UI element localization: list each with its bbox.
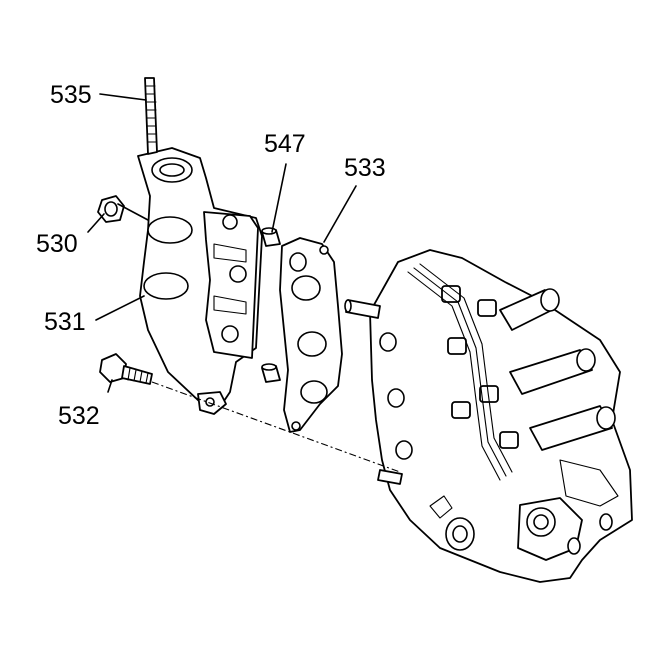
dowel-pin	[261, 227, 281, 383]
alignment-line	[151, 381, 401, 473]
cylinder-head	[344, 249, 633, 583]
manifold-stud	[144, 77, 158, 155]
leader-lines	[87, 93, 357, 393]
exhaust-manifold	[137, 147, 263, 415]
manifold-bolt	[99, 353, 153, 385]
manifold-nut	[97, 195, 125, 223]
callout-530: 530	[36, 230, 78, 258]
manifold-gasket	[279, 237, 343, 433]
callout-533: 533	[344, 154, 386, 182]
callout-535: 535	[50, 81, 92, 109]
callout-532: 532	[58, 402, 100, 430]
callout-547: 547	[264, 130, 306, 158]
callout-labels: 535 547 533 530 531 532	[36, 81, 386, 430]
callout-531: 531	[44, 308, 86, 336]
